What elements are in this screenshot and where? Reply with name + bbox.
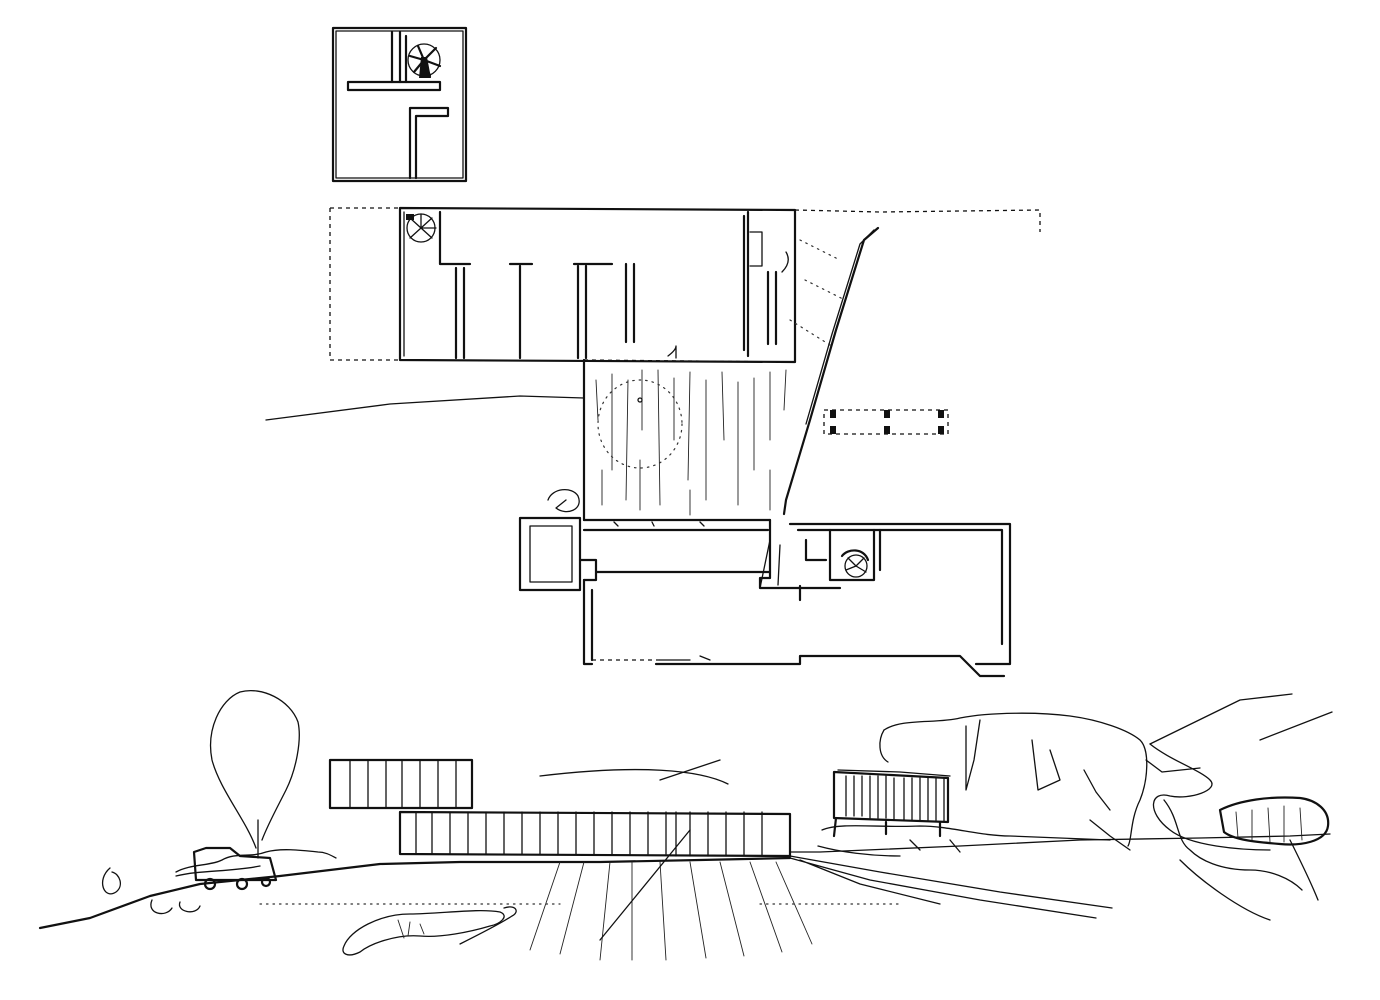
ground-floor-plan <box>265 206 1041 678</box>
spiral-stair-icon <box>406 213 437 243</box>
pavilion <box>821 769 1111 841</box>
lower-volume <box>398 810 792 858</box>
vehicle-icon <box>175 846 278 891</box>
boulder-icon <box>342 906 517 956</box>
upper-floor-plan <box>331 26 468 183</box>
upper-volume <box>328 758 474 810</box>
column-row <box>823 409 949 435</box>
tree-icon <box>210 690 300 859</box>
spiral-stair-icon <box>840 549 870 578</box>
site-elevation <box>38 690 1333 961</box>
vehicle-icon <box>1218 796 1330 846</box>
spiral-stair-icon <box>407 43 442 78</box>
